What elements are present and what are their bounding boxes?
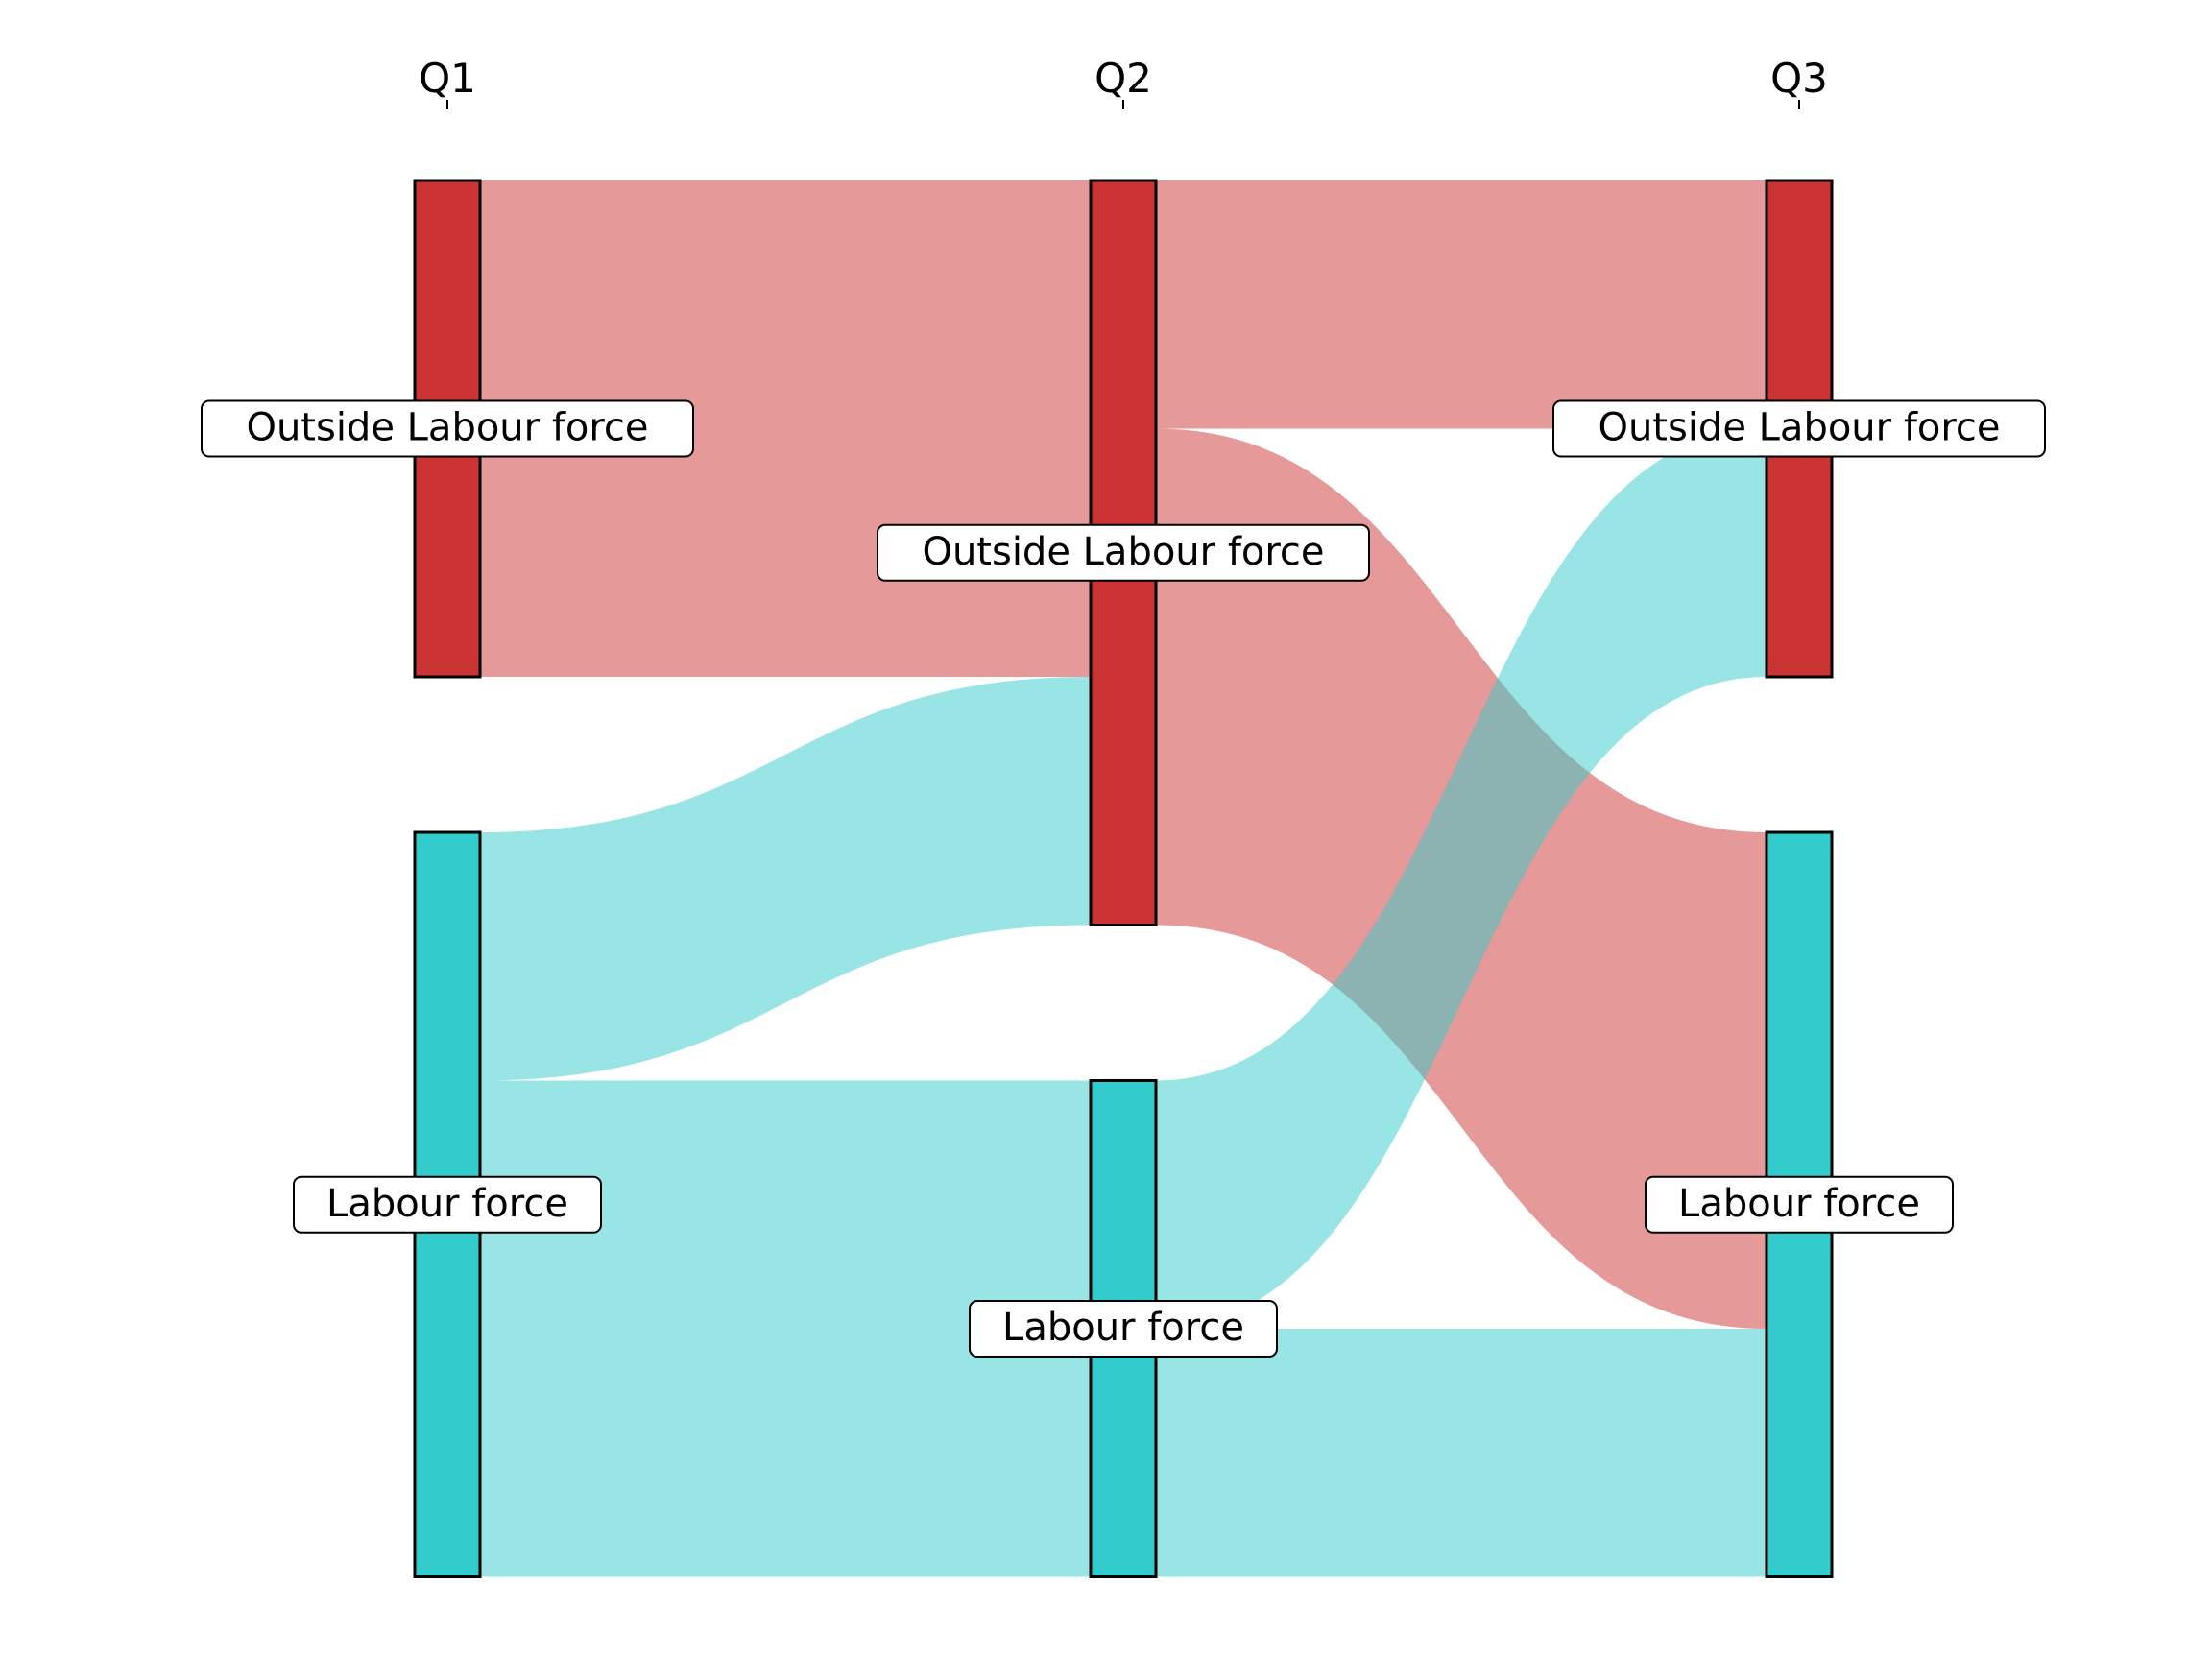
- node-label-text: Labour force: [1678, 1182, 1920, 1226]
- node-label-text: Outside Labour force: [1598, 406, 2000, 450]
- node-label-q3-outside-labour-force: Outside Labour force: [1552, 399, 2046, 458]
- node-label-text: Outside Labour force: [246, 406, 648, 450]
- node-label-box: [293, 1175, 602, 1234]
- flow-q1-labour-force-to-q2-labour-force: [480, 1080, 1091, 1577]
- flow-q2-outside-labour-force-to-q3-outside-labour-force: [1156, 180, 1767, 429]
- node-label-box: [201, 399, 694, 458]
- node-label-q2-labour-force: Labour force: [969, 1300, 1278, 1358]
- node-label-q3-labour-force: Labour force: [1645, 1175, 1954, 1234]
- flows-layer: [480, 180, 1767, 1577]
- node-label-q2-outside-labour-force: Outside Labour force: [877, 523, 1370, 582]
- flow-q1-labour-force-to-q2-outside-labour-force: [480, 677, 1091, 1081]
- stage-axis: Q1 Q2 Q3: [419, 55, 1828, 109]
- stage-label-q1: Q1: [419, 55, 476, 102]
- stage-label-q2: Q2: [1094, 55, 1152, 102]
- node-label-q1-outside-labour-force: Outside Labour force: [201, 399, 694, 458]
- node-label-box: [1645, 1175, 1954, 1234]
- flow-q2-labour-force-to-q3-labour-force: [1156, 1329, 1767, 1577]
- node-label-box: [969, 1300, 1278, 1358]
- node-label-text: Labour force: [1002, 1306, 1244, 1350]
- node-label-box: [877, 523, 1370, 582]
- stage-label-q3: Q3: [1770, 55, 1828, 102]
- flow-q2-labour-force-to-q3-outside-labour-force: [1156, 428, 1767, 1329]
- node-label-q1-labour-force: Labour force: [293, 1175, 602, 1234]
- node-label-text: Labour force: [326, 1182, 568, 1226]
- node-label-text: Outside Labour force: [922, 530, 1324, 574]
- node-label-box: [1552, 399, 2046, 458]
